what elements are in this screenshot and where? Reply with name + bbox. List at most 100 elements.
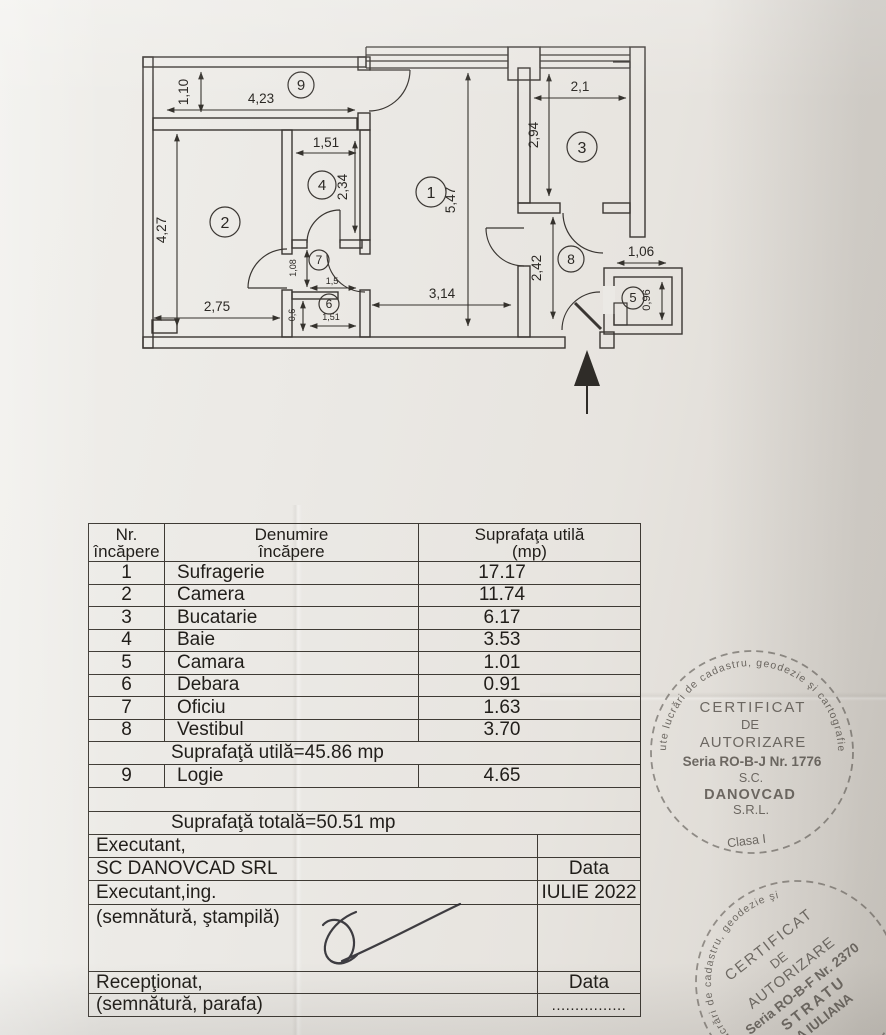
signature-data-cell — [537, 905, 640, 971]
room-label-3: 3 — [566, 131, 598, 163]
stamp-line: CERTIFICAT — [722, 905, 817, 984]
total-text: Suprafaţă totală=50.51 mp — [171, 812, 396, 833]
company-row: SC DANOVCAD SRL Data — [89, 857, 640, 880]
executant-ing-label: Executant,ing. — [96, 881, 217, 903]
semnatura-parafa-label: (semnătură, parafa) — [96, 994, 263, 1015]
header-nr: Nr. încăpere — [89, 524, 164, 561]
cell-nr: 3 — [121, 607, 132, 628]
dim-room5-width: 1,06 — [628, 244, 654, 259]
north-arrow-icon — [574, 350, 600, 414]
subtotal-row: Suprafaţă utilă=45.86 mp — [89, 741, 640, 764]
semnatura-stampila-label: (semnătură, ştampilă) — [96, 907, 280, 928]
cell-area: 11.74 — [418, 584, 640, 606]
header-denumire-line1: Denumire — [254, 524, 329, 544]
cell-name: Bucatarie — [164, 607, 418, 629]
room-label-6: 6 — [318, 293, 340, 315]
cell-area: 3.53 — [418, 629, 640, 651]
table-row: 1 Sufragerie 17.17 — [89, 561, 640, 584]
header-nr-line2: încăpere — [93, 541, 160, 561]
room-label-9: 9 — [287, 71, 315, 99]
cell-nr: 5 — [121, 652, 132, 673]
cell-area: 3.70 — [418, 719, 640, 741]
room-label-8: 8 — [557, 245, 585, 273]
stamp-line: CERTIFICAT — [700, 699, 807, 716]
dimension-labels: 1,10 4,23 1,51 2,34 4,27 2,75 5,47 3,14 … — [154, 79, 654, 322]
table-row-logie: 9 Logie 4.65 — [89, 764, 640, 787]
dim-room7-height: 1,08 — [288, 259, 298, 277]
dotted-line: ................ — [537, 994, 640, 1016]
cell-nr: 6 — [121, 674, 132, 696]
svg-text:2: 2 — [221, 215, 230, 232]
receptionat-row: Recepţionat, Data — [89, 971, 640, 993]
cell-nr: 8 — [121, 719, 132, 741]
windows — [365, 46, 631, 69]
parafa-row: (semnătură, parafa) ................ — [89, 993, 640, 1016]
room-label-2: 2 — [209, 206, 241, 238]
stamp-line: DANOVCAD — [704, 787, 796, 803]
room-label-1: 1 — [415, 176, 447, 208]
room5-block — [603, 267, 683, 335]
room-area-table: Nr. încăpere Denumire încăpere Suprafaţa… — [88, 523, 641, 1017]
company-name: SC DANOVCAD SRL — [96, 858, 278, 879]
dim-room2-height: 4,27 — [154, 217, 169, 243]
svg-text:3: 3 — [578, 140, 587, 157]
stamp-line: DE — [767, 948, 791, 971]
stamp-line: A IULIANA — [793, 990, 856, 1035]
table-row: 3 Bucatarie 6.17 — [89, 606, 640, 629]
cell-name: Camara — [164, 652, 418, 674]
room-label-4: 4 — [307, 170, 337, 200]
stamp-line: S.R.L. — [733, 802, 769, 817]
cell-name: Oficiu — [164, 697, 418, 719]
table-row: 7 Oficiu 1.63 — [89, 696, 640, 719]
dim-logie-width: 4,23 — [248, 91, 274, 106]
svg-text:1: 1 — [427, 185, 436, 202]
cell-nr: 4 — [121, 629, 132, 651]
floor-plan: 1,10 4,23 1,51 2,34 4,27 2,75 5,47 3,14 … — [142, 46, 683, 414]
stamp-line: STRATU — [778, 973, 850, 1034]
executant-label: Executant, — [96, 835, 186, 856]
svg-text:5: 5 — [629, 290, 636, 305]
cell-name: Vestibul — [164, 719, 418, 741]
cell-area: 1.01 — [418, 652, 640, 674]
cell-area: 0.91 — [418, 674, 640, 696]
executant-row: Executant, — [89, 834, 640, 857]
cell-name: Camera — [164, 584, 418, 606]
cell-name: Baie — [164, 629, 418, 651]
dim-room7-width: 1,5 — [326, 276, 339, 286]
dim-room6-width: 1,51 — [322, 312, 340, 322]
receptionat-label: Recepţionat, — [96, 971, 203, 993]
room-numbers: 9 2 4 1 3 7 6 8 5 — [209, 71, 645, 315]
stamp-line: Seria RO-B-J Nr. 1776 — [683, 754, 822, 769]
cell-area: 6.17 — [418, 607, 640, 629]
table-header-row: Nr. încăpere Denumire încăpere Suprafaţa… — [89, 524, 640, 561]
stamp-line: Seria RO-B-F Nr. 2370 — [743, 940, 862, 1035]
table-row: 5 Camara 1.01 — [89, 651, 640, 674]
stamp-border — [650, 650, 854, 854]
stamp-line: Clasa I — [726, 832, 766, 851]
cell-area: 17.17 — [418, 562, 640, 584]
svg-text:9: 9 — [297, 77, 305, 94]
stamp-line: DE — [741, 717, 759, 732]
cell-nr: 1 — [121, 562, 132, 583]
header-denumire-line2: încăpere — [258, 541, 325, 561]
cell-name: Debara — [164, 674, 418, 696]
svg-text:4: 4 — [318, 177, 326, 194]
dim-room8-height: 2,42 — [529, 255, 544, 281]
signature-row: (semnătură, ştampilă) — [89, 904, 640, 971]
date-value: IULIE 2022 — [537, 881, 640, 904]
svg-text:6: 6 — [326, 297, 333, 311]
svg-text:7: 7 — [316, 253, 323, 267]
cell-name: Sufragerie — [164, 562, 418, 584]
stamp-border — [695, 880, 886, 1035]
subtotal-text: Suprafaţă utilă=45.86 mp — [171, 742, 384, 763]
door-arcs — [247, 69, 604, 331]
table-row: 4 Baie 3.53 — [89, 628, 640, 651]
dim-room1-height: 5,47 — [443, 187, 458, 213]
room-label-7: 7 — [308, 249, 330, 271]
header-suprafata-line1: Suprafaţa utilă — [474, 524, 585, 544]
cell-area: 1.63 — [418, 697, 640, 719]
dim-room4-width: 1,51 — [313, 135, 339, 150]
dim-room6-height: 0,6 — [287, 309, 297, 322]
total-row: Suprafaţă totală=50.51 mp — [89, 811, 640, 834]
